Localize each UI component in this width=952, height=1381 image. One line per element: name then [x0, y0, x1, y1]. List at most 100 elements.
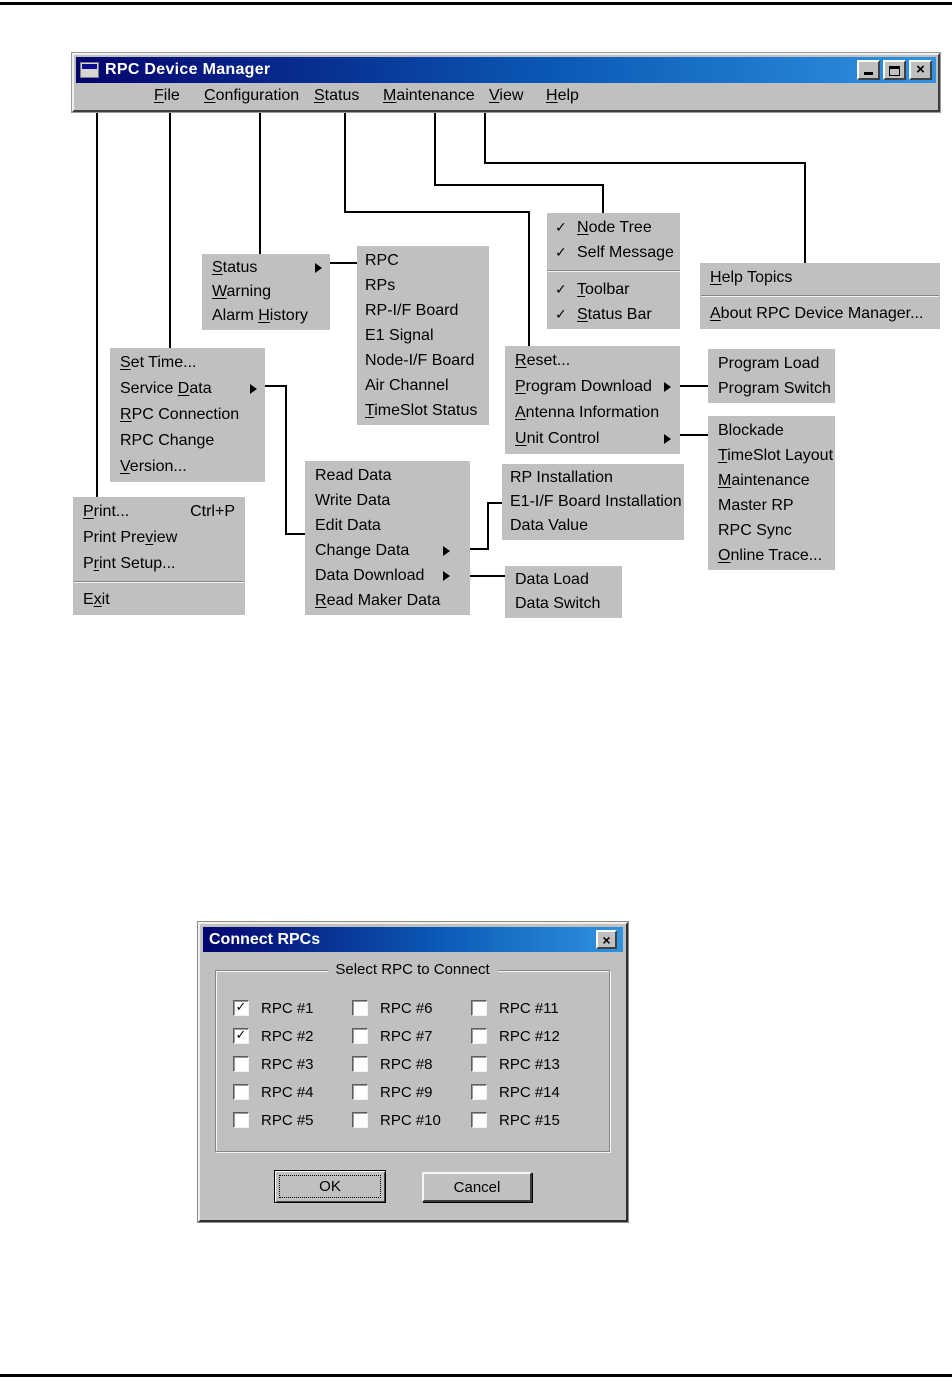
menu-item-status-bar[interactable]: ✓Status Bar [547, 302, 680, 327]
menu-item-print-setup[interactable]: Print Setup... [73, 551, 245, 577]
menu-item-read-data[interactable]: Read Data [305, 463, 470, 488]
checkbox-row-rpc-14[interactable]: RPC #14 [471, 1078, 590, 1106]
checkbox-unchecked[interactable] [352, 1028, 368, 1044]
checkbox-row-rpc-6[interactable]: RPC #6 [352, 994, 471, 1022]
checkbox-row-rpc-2[interactable]: ✓RPC #2 [233, 1022, 352, 1050]
checkbox-row-rpc-3[interactable]: RPC #3 [233, 1050, 352, 1078]
menu-item-maintenance[interactable]: Maintenance [708, 468, 835, 493]
menu-item-print-preview[interactable]: Print Preview [73, 525, 245, 551]
menu-item-air-channel[interactable]: Air Channel [357, 373, 489, 398]
checkbox-unchecked[interactable] [352, 1056, 368, 1072]
menu-configuration[interactable]: Configuration [204, 87, 299, 105]
bottom-rule [0, 1374, 952, 1377]
checkbox-unchecked[interactable] [233, 1084, 249, 1100]
menu-item-status[interactable]: Status [202, 256, 330, 280]
menu-item-e1-signal[interactable]: E1 Signal [357, 323, 489, 348]
menu-view[interactable]: View [489, 87, 523, 105]
menu-item-write-data[interactable]: Write Data [305, 488, 470, 513]
checkbox-row-rpc-9[interactable]: RPC #9 [352, 1078, 471, 1106]
menu-file[interactable]: File [154, 87, 180, 105]
menu-item-toolbar[interactable]: ✓Toolbar [547, 277, 680, 302]
checkbox-row-rpc-10[interactable]: RPC #10 [352, 1106, 471, 1134]
checkbox-unchecked[interactable] [233, 1112, 249, 1128]
menu-item-data-switch[interactable]: Data Switch [505, 592, 622, 616]
menu-item-blockade[interactable]: Blockade [708, 418, 835, 443]
menu-item-program-switch[interactable]: Program Switch [708, 376, 835, 401]
menu-item-self-message[interactable]: ✓Self Message [547, 240, 680, 265]
checkbox-unchecked[interactable] [352, 1112, 368, 1128]
cancel-button[interactable]: Cancel [422, 1172, 532, 1202]
menu-item-timeslot-layout[interactable]: TimeSlot Layout [708, 443, 835, 468]
menu-item-warning[interactable]: Warning [202, 280, 330, 304]
menu-item-node-i-f-board[interactable]: Node-I/F Board [357, 348, 489, 373]
menu-item-master-rp[interactable]: Master RP [708, 493, 835, 518]
checkbox-unchecked[interactable] [233, 1056, 249, 1072]
checkbox-row-rpc-4[interactable]: RPC #4 [233, 1078, 352, 1106]
checkbox-unchecked[interactable] [471, 1056, 487, 1072]
checkbox-row-rpc-11[interactable]: RPC #11 [471, 994, 590, 1022]
checkbox-row-rpc-12[interactable]: RPC #12 [471, 1022, 590, 1050]
close-icon: × [602, 931, 611, 948]
checkbox-checked[interactable]: ✓ [233, 1028, 249, 1044]
menu-item-label: TimeSlot Status [365, 401, 478, 419]
menu-item-rps[interactable]: RPs [357, 273, 489, 298]
menu-item-exit[interactable]: Exit [73, 587, 245, 613]
menu-item-data-download[interactable]: Data Download [305, 563, 470, 588]
checkbox-row-rpc-7[interactable]: RPC #7 [352, 1022, 471, 1050]
ok-button[interactable]: OK [274, 1170, 386, 1203]
checkbox-unchecked[interactable] [471, 1000, 487, 1016]
minimize-button[interactable] [857, 60, 880, 80]
checkbox-row-rpc-5[interactable]: RPC #5 [233, 1106, 352, 1134]
checkbox-row-rpc-13[interactable]: RPC #13 [471, 1050, 590, 1078]
menu-item-timeslot-status[interactable]: TimeSlot Status [357, 398, 489, 423]
connector-line-changedata-h1 [452, 548, 489, 550]
menu-item-node-tree[interactable]: ✓Node Tree [547, 215, 680, 240]
menu-item-rpc[interactable]: RPC [357, 248, 489, 273]
menu-help[interactable]: Help [546, 87, 579, 105]
menu-item-rpc-sync[interactable]: RPC Sync [708, 518, 835, 543]
checkbox-unchecked[interactable] [352, 1000, 368, 1016]
menu-item-antenna-information[interactable]: Antenna Information [505, 400, 680, 426]
checkbox-unchecked[interactable] [471, 1112, 487, 1128]
menu-item-data-load[interactable]: Data Load [505, 568, 622, 592]
close-button[interactable]: × [909, 60, 932, 80]
menu-item-help-topics[interactable]: Help Topics [700, 265, 940, 291]
checkbox-unchecked[interactable] [352, 1084, 368, 1100]
connector-line-servicedata-h1 [258, 385, 287, 387]
maximize-button[interactable] [883, 60, 906, 80]
checkbox-label: RPC #5 [261, 1111, 314, 1129]
menu-separator [547, 270, 680, 272]
menu-item-e1-i-f-board-installation[interactable]: E1-I/F Board Installation [502, 490, 684, 514]
menu-item-print[interactable]: Print...Ctrl+P [73, 499, 245, 525]
menu-item-online-trace[interactable]: Online Trace... [708, 543, 835, 568]
menu-item-reset[interactable]: Reset... [505, 348, 680, 374]
menu-item-rpc-change[interactable]: RPC Change [110, 428, 265, 454]
menu-item-rp-i-f-board[interactable]: RP-I/F Board [357, 298, 489, 323]
menu-item-program-download[interactable]: Program Download [505, 374, 680, 400]
menu-item-change-data[interactable]: Change Data [305, 538, 470, 563]
menu-item-read-maker-data[interactable]: Read Maker Data [305, 588, 470, 613]
menu-item-label: Master RP [718, 496, 794, 514]
checkbox-row-rpc-8[interactable]: RPC #8 [352, 1050, 471, 1078]
checkbox-checked[interactable]: ✓ [233, 1000, 249, 1016]
menu-item-unit-control[interactable]: Unit Control [505, 426, 680, 452]
menu-item-edit-data[interactable]: Edit Data [305, 513, 470, 538]
menu-status[interactable]: Status [314, 87, 359, 105]
menu-item-set-time[interactable]: Set Time... [110, 350, 265, 376]
menu-item-service-data[interactable]: Service Data [110, 376, 265, 402]
checkbox-row-rpc-1[interactable]: ✓RPC #1 [233, 994, 352, 1022]
checkbox-unchecked[interactable] [471, 1028, 487, 1044]
menu-maintenance[interactable]: Maintenance [383, 87, 475, 105]
dialog-close-button[interactable]: × [596, 930, 617, 949]
menu-item-about-rpc-device-manager[interactable]: About RPC Device Manager... [700, 301, 940, 327]
menu-item-program-load[interactable]: Program Load [708, 351, 835, 376]
menu-item-data-value[interactable]: Data Value [502, 514, 684, 538]
menu-item-rpc-connection[interactable]: RPC Connection [110, 402, 265, 428]
checkbox-row-rpc-15[interactable]: RPC #15 [471, 1106, 590, 1134]
menu-item-version[interactable]: Version... [110, 454, 265, 480]
checkbox-unchecked[interactable] [471, 1084, 487, 1100]
menu-item-rp-installation[interactable]: RP Installation [502, 466, 684, 490]
menu-item-alarm-history[interactable]: Alarm History [202, 304, 330, 328]
